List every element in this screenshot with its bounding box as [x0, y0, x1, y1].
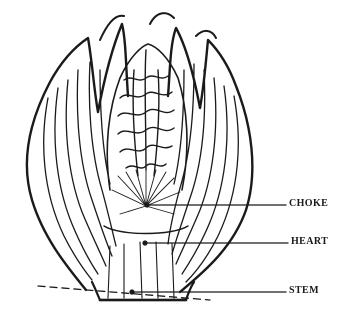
heart-outline: [104, 226, 188, 234]
stem-section: [92, 242, 194, 300]
heart-label: HEART: [291, 236, 328, 247]
right-bract-layers: [168, 64, 238, 282]
stem-dot: [129, 289, 134, 294]
stem-label: STEM: [289, 285, 319, 296]
inner-cavity: [107, 44, 187, 190]
choke-label: CHOKE: [289, 198, 328, 209]
heart-dot: [142, 240, 147, 245]
choke-dot: [144, 202, 149, 207]
outer-bract-left: [27, 24, 128, 290]
